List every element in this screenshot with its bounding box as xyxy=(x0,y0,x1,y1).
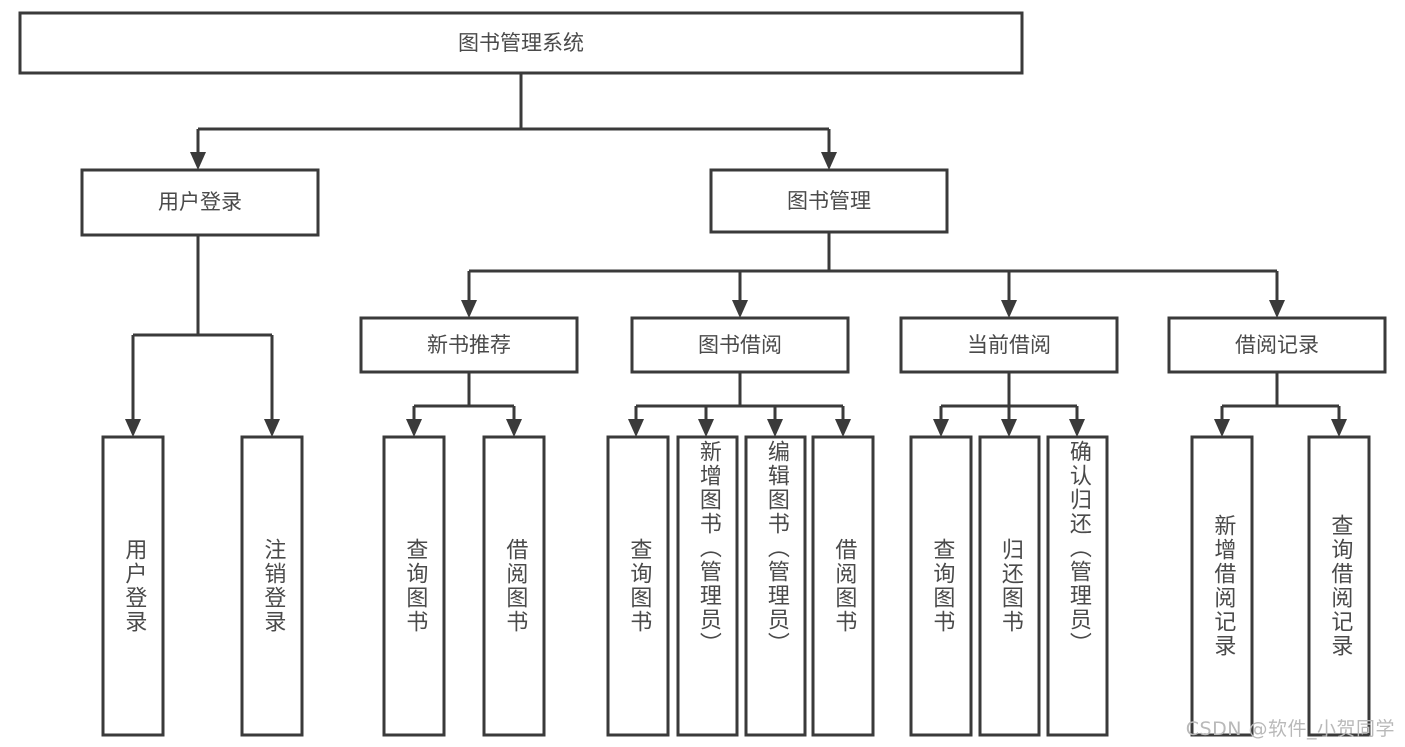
node-user-login-label: 用户登录 xyxy=(158,190,242,214)
node-current-borrow-label: 当前借阅 xyxy=(967,333,1051,357)
leaf-borrow-record-0-box[interactable] xyxy=(1190,435,1254,737)
leaf-user-login-0-box[interactable] xyxy=(101,435,165,737)
leaf-book-borrow-2-box[interactable] xyxy=(744,435,807,737)
arrow-bm-c4-icon xyxy=(1269,300,1285,318)
arrow-borrow-l4-icon xyxy=(835,419,851,437)
node-book-borrow-label: 图书借阅 xyxy=(698,333,782,357)
leaf-current-borrow-1-box[interactable] xyxy=(978,435,1041,737)
arrow-borrow-l2-icon xyxy=(698,419,714,437)
arrow-bm-c1-icon xyxy=(461,300,477,318)
arrow-newbook-l2-icon xyxy=(506,419,522,437)
node-current-borrow-box[interactable] xyxy=(899,316,1119,374)
arrow-bm-c2-icon xyxy=(732,300,748,318)
node-book-mgmt-label: 图书管理 xyxy=(787,189,871,213)
leaf-user-login-1-box[interactable] xyxy=(240,435,304,737)
node-user-login-box[interactable] xyxy=(80,168,320,237)
leaf-book-borrow-3-box[interactable] xyxy=(811,435,875,737)
arrow-user-login-l2-icon xyxy=(264,419,280,437)
leaf-current-borrow-0-box[interactable] xyxy=(909,435,973,737)
arrow-current-l3-icon xyxy=(1069,419,1085,437)
leaf-borrow-record-1-box[interactable] xyxy=(1307,435,1371,737)
arrow-user-login-l1-icon xyxy=(125,419,141,437)
arrow-record-l2-icon xyxy=(1331,419,1347,437)
leaf-book-borrow-1-box[interactable] xyxy=(676,435,739,737)
arrow-record-l1-icon xyxy=(1214,419,1230,437)
leaf-new-book-1-box[interactable] xyxy=(482,435,546,737)
node-root-label: 图书管理系统 xyxy=(458,31,584,55)
arrow-bm-c3-icon xyxy=(1001,300,1017,318)
node-borrow-record-label: 借阅记录 xyxy=(1235,333,1319,357)
arrow-to-user-login-icon xyxy=(190,152,206,170)
leaf-book-borrow-0-box[interactable] xyxy=(606,435,670,737)
node-book-mgmt-box[interactable] xyxy=(709,168,949,234)
node-layer: 图书管理系统 用户登录 图书管理 新书推荐 图书借阅 当前借阅 借阅记录 xyxy=(18,11,1387,737)
leaf-new-book-0-box[interactable] xyxy=(382,435,446,737)
arrow-borrow-l3-icon xyxy=(767,419,783,437)
arrow-current-l2-icon xyxy=(1001,419,1017,437)
arrow-newbook-l1-icon xyxy=(406,419,422,437)
node-borrow-record-box[interactable] xyxy=(1167,316,1387,374)
watermark: CSDN @软件_小贺同学 xyxy=(1185,718,1395,740)
arrow-to-book-mgmt-icon xyxy=(821,152,837,170)
node-book-borrow-box[interactable] xyxy=(630,316,850,374)
connector-layer xyxy=(125,73,1347,437)
node-new-book-recommend-label: 新书推荐 xyxy=(427,333,511,357)
leaf-current-borrow-2-box[interactable] xyxy=(1046,435,1109,737)
arrow-current-l1-icon xyxy=(933,419,949,437)
arrow-borrow-l1-icon xyxy=(628,419,644,437)
node-new-book-recommend-box[interactable] xyxy=(359,316,579,374)
node-root-box[interactable] xyxy=(18,11,1024,75)
